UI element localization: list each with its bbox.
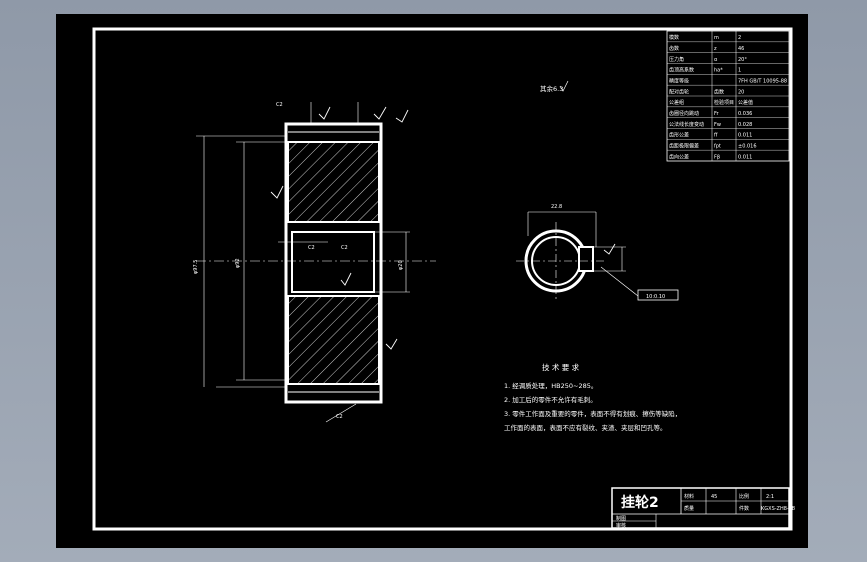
tech-req-line-2: 2. 加工后的零件不允许有毛刺。	[504, 395, 597, 404]
table-cell: 齿数	[669, 45, 679, 52]
table-cell: 公差组	[669, 99, 684, 106]
weight-label: 质量	[684, 505, 694, 512]
table-cell: 0.028	[738, 122, 752, 128]
chamfer-label-bottom: C2	[336, 414, 343, 420]
table-cell: m	[714, 35, 719, 41]
drawing-frame	[92, 27, 793, 531]
bore-dia-label: φ20	[398, 260, 404, 270]
table-cell: 压力角	[669, 56, 684, 63]
keyway-dim-label: 22.8	[551, 204, 562, 210]
table-cell: 公法线长度变动	[669, 121, 704, 128]
part-name: 挂轮2	[621, 494, 659, 511]
datum-label: 10:0.10	[646, 294, 665, 300]
roughness-markers	[270, 106, 409, 350]
table-cell: Fr	[714, 111, 720, 117]
gear-drawing: 模数 m 2 齿数 z 46 压力角 α 20° 齿顶高系数 ha* 1 精度等级 7FH GB/T 10…	[92, 27, 795, 531]
table-cell: 20	[738, 89, 744, 95]
scale-header: 比例	[739, 493, 749, 500]
tech-req-line-1: 1. 经调质处理，HB250~285。	[504, 381, 597, 390]
table-cell: 齿圈径向跳动	[669, 110, 699, 117]
title-block	[611, 487, 790, 529]
outer-dia-label: φ97.5	[193, 260, 199, 274]
table-cell: 齿数	[714, 88, 724, 95]
table-cell: 0.011	[738, 133, 752, 139]
material-value: 45	[711, 494, 717, 500]
table-cell: 20°	[738, 57, 747, 63]
table-cell: 精度等级	[669, 77, 689, 84]
table-cell: z	[714, 46, 717, 52]
table-cell: 46	[738, 46, 744, 52]
table-cell: Fβ	[714, 154, 720, 160]
material-header: 材料	[684, 493, 694, 500]
drawn-by: 制图	[616, 515, 626, 522]
surface-note: 其余6.3	[540, 84, 563, 93]
parameter-table: 模数 m 2 齿数 z 46 压力角 α 20° 齿顶高系数 ha* 1 精度等级 7FH GB/T 10…	[666, 30, 790, 162]
table-cell: 齿向公差	[669, 153, 689, 160]
pitch-dia-label: φ92	[235, 258, 241, 268]
table-cell: ha*	[714, 68, 723, 74]
table-cell: 齿顶高系数	[669, 67, 694, 74]
table-cell: 2	[738, 35, 741, 41]
table-cell: 齿距极限偏差	[669, 142, 699, 149]
keyway-end-view	[516, 211, 679, 301]
table-cell: Fw	[714, 122, 721, 128]
table-cell: 7FH GB/T 10095-88	[738, 78, 787, 84]
table-cell: 1	[738, 68, 741, 74]
table-cell: 配对齿轮	[669, 88, 689, 95]
table-cell: 模数	[669, 34, 679, 41]
scale-value: 2:1	[766, 494, 774, 500]
table-cell: α	[714, 57, 718, 63]
cad-viewport[interactable]: 模数 m 2 齿数 z 46 压力角 α 20° 齿顶高系数 ha* 1 精度等级 7FH GB/T 10…	[56, 14, 808, 548]
bore	[291, 231, 375, 293]
table-cell: 0.011	[738, 154, 752, 160]
table-cell: 0.036	[738, 111, 752, 117]
technical-requirements: 技 术 要 求 1. 经调质处理，HB250~285。 2. 加工后的零件不允许…	[504, 362, 681, 432]
count-label: 件数	[739, 505, 749, 512]
table-cell: 检验项目	[714, 99, 734, 106]
gear-section-view	[196, 122, 436, 404]
tech-req-line-4: 工作面的表面，表面不应有裂纹、夹渣、夹层和凹孔等。	[504, 423, 667, 432]
chamfer-label-top: C2	[276, 102, 283, 108]
chamfer-label-left: C2	[308, 245, 315, 251]
table-cell: fpt	[714, 143, 721, 149]
roughness-symbol-icon	[559, 80, 569, 92]
table-cell: ±0.016	[738, 143, 757, 149]
drawing-number: KGXS-ZH8-18	[761, 506, 795, 512]
table-cell: 公差值	[738, 99, 753, 106]
table-cell: ff	[714, 133, 718, 139]
tech-req-line-3: 3. 零件工作面及重要的零件，表面不得有划痕、擦伤等缺陷，	[504, 409, 681, 418]
hatched-rim-bottom	[287, 295, 380, 385]
datum-frame	[637, 289, 679, 301]
checked-by: 审核	[616, 522, 626, 529]
dimension-lines	[203, 102, 410, 387]
hatched-rim-top	[287, 141, 380, 223]
chamfer-label-right: C2	[341, 245, 348, 251]
tech-req-title: 技 术 要 求	[542, 362, 580, 372]
table-cell: 齿形公差	[669, 132, 689, 139]
